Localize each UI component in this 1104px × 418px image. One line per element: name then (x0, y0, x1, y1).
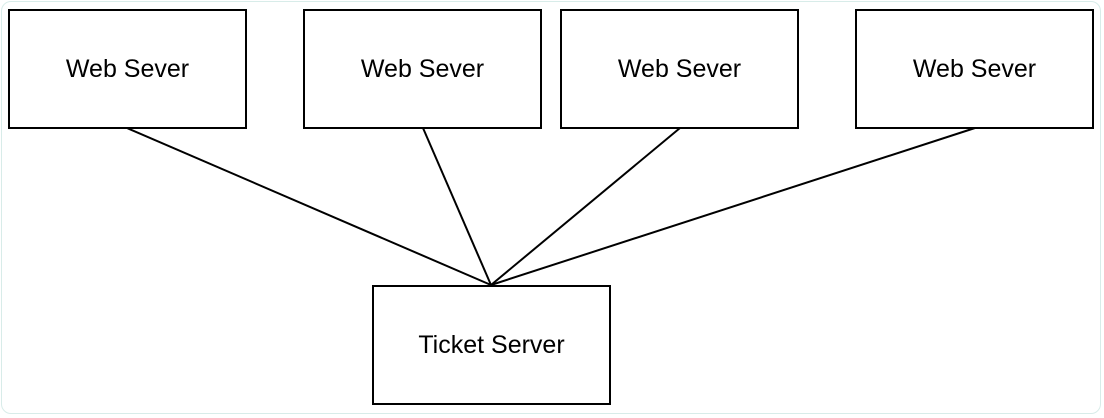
web-server-label: Web Sever (65, 54, 190, 83)
connector-web-2-ticket (422, 127, 492, 286)
ticket-server-box[interactable]: Ticket Server (372, 285, 611, 405)
connector-web-3-ticket (490, 127, 681, 286)
web-server-box[interactable]: Web Sever (560, 9, 799, 129)
connector-web-1-ticket (126, 127, 492, 286)
web-server-box[interactable]: Web Sever (8, 9, 247, 129)
ticket-server-label: Ticket Server (418, 330, 565, 359)
connector-web-4-ticket (490, 127, 976, 286)
web-server-box[interactable]: Web Sever (855, 9, 1094, 129)
web-server-label: Web Sever (617, 54, 742, 83)
web-server-label: Web Sever (912, 54, 1037, 83)
web-server-label: Web Sever (360, 54, 485, 83)
web-server-box[interactable]: Web Sever (303, 9, 542, 129)
